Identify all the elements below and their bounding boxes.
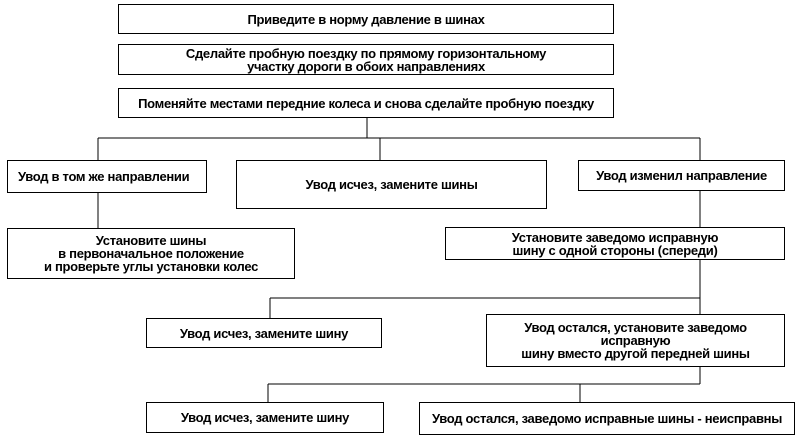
box-test-drive: Сделайте пробную поездку по прямому гори… [118, 44, 614, 75]
box-gone-replace-tires: Увод исчез, замените шины [236, 160, 547, 209]
box-swap-wheels: Поменяйте местами передние колеса и снов… [118, 88, 614, 118]
box-remained-faulty: Увод остался, заведомо исправные шины - … [419, 402, 795, 435]
box-restore-position: Установите шины в первоначальное положен… [7, 228, 295, 279]
box-changed-direction: Увод изменил направление [578, 160, 785, 191]
box-same-direction: Увод в том же направлении [7, 160, 207, 193]
box-install-good-tire: Установите заведомо исправную шину с одн… [445, 227, 785, 260]
box-gone-replace-tire-1: Увод исчез, замените шину [146, 318, 382, 348]
box-remained-install-other: Увод остался, установите заведомо исправ… [486, 314, 785, 367]
box-normalize-pressure: Приведите в норму давление в шинах [118, 4, 614, 34]
box-gone-replace-tire-2: Увод исчез, замените шину [146, 402, 384, 433]
